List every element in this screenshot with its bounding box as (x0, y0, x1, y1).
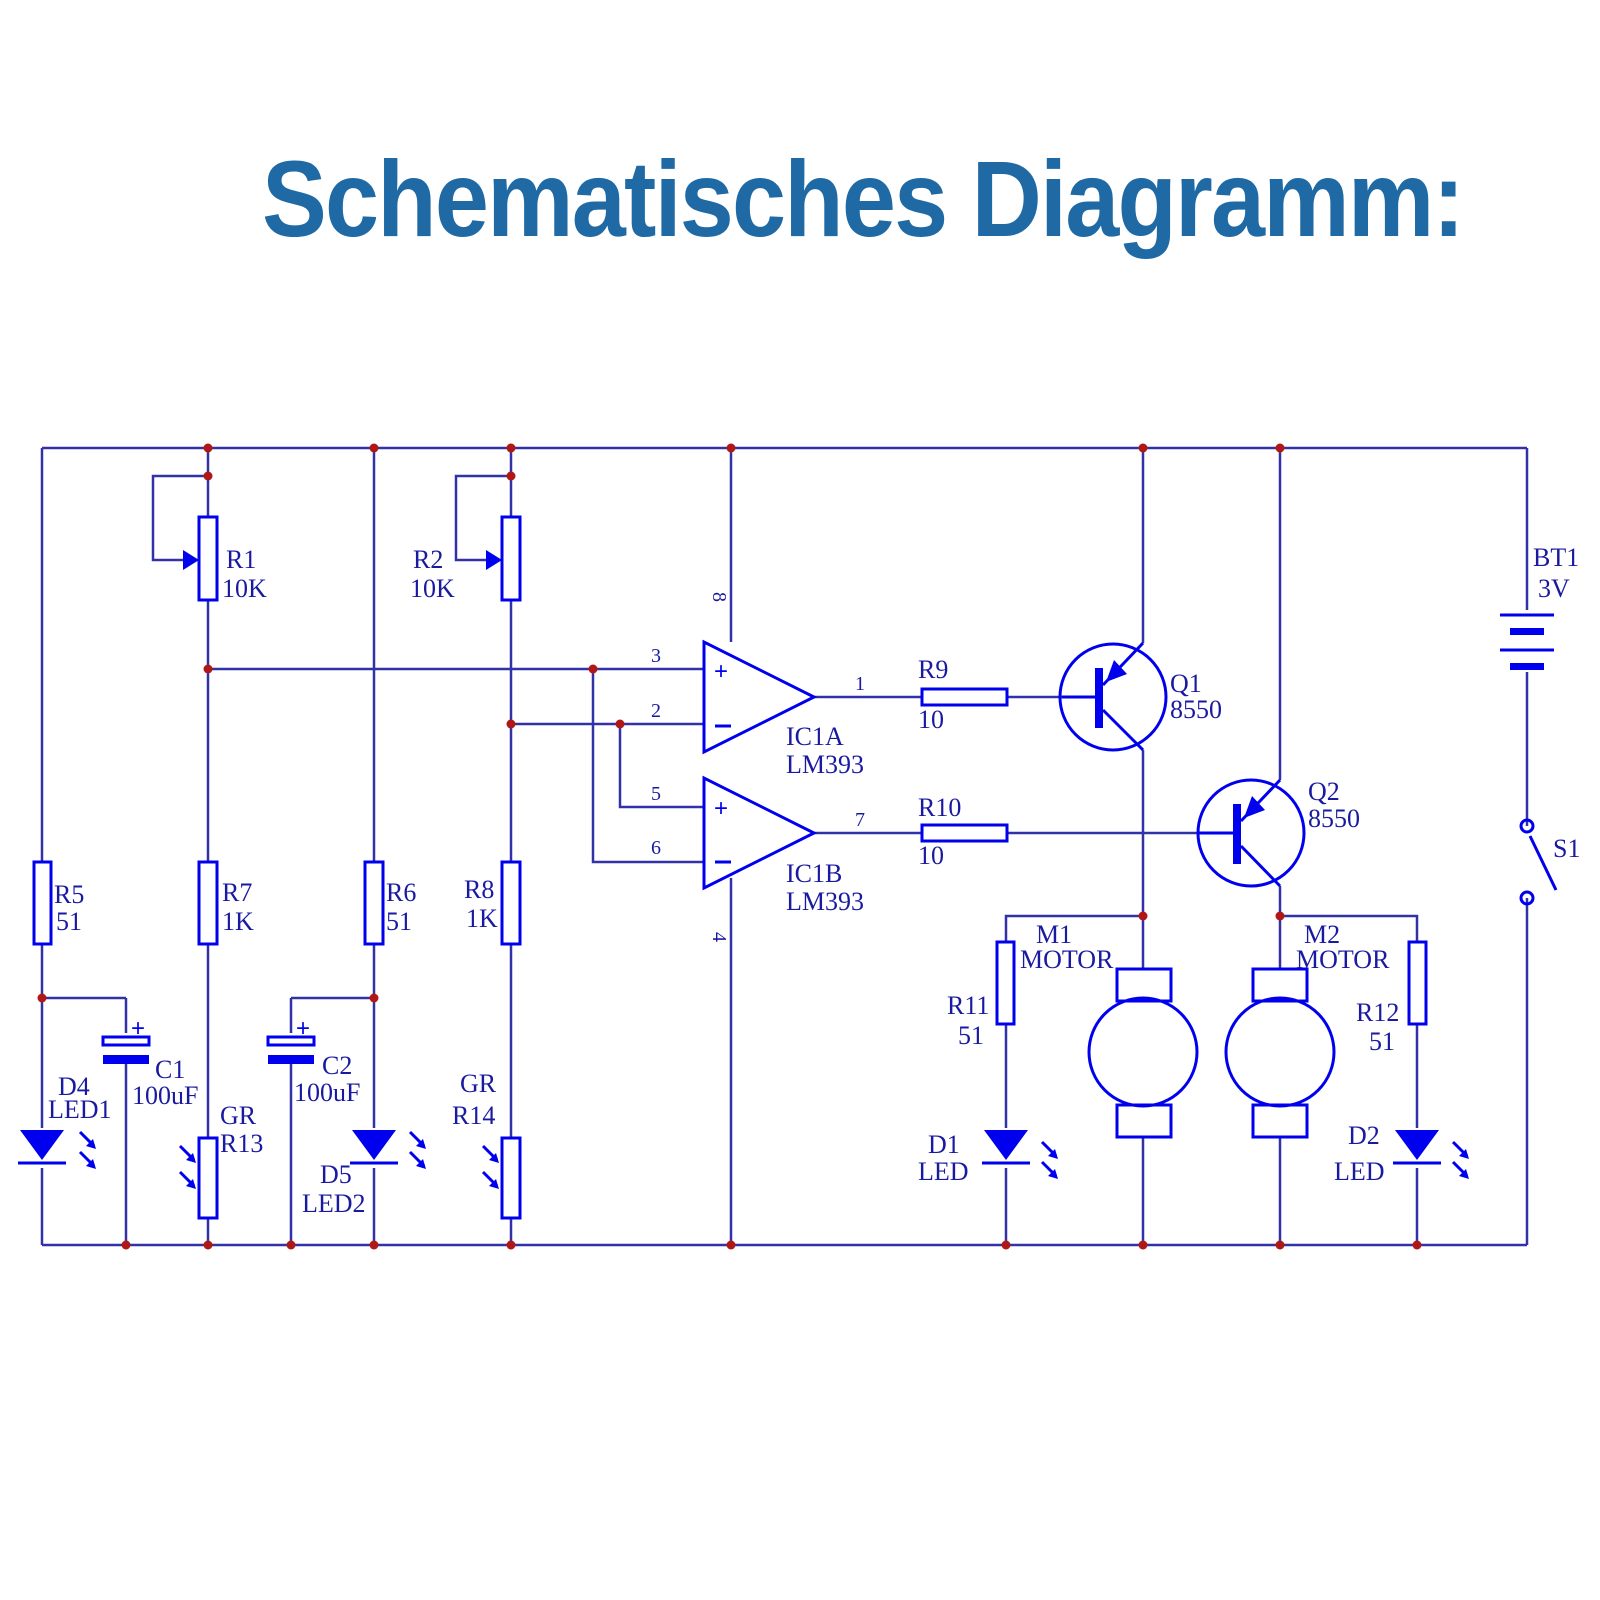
svg-text:10K: 10K (410, 574, 455, 603)
resistor-r6: R6 51 (363, 860, 416, 946)
svg-text:R6: R6 (386, 878, 416, 907)
wires (40, 446, 1529, 1247)
svg-text:D5: D5 (320, 1160, 352, 1189)
resistor-r9: R9 10 (918, 655, 1009, 734)
svg-text:IC1A: IC1A (786, 722, 844, 751)
svg-text:BT1: BT1 (1533, 543, 1579, 572)
svg-text:R5: R5 (54, 880, 84, 909)
svg-text:Q1: Q1 (1170, 669, 1202, 698)
svg-text:M2: M2 (1304, 920, 1340, 949)
led-d1: D1 LED (918, 1130, 1058, 1186)
svg-text:1: 1 (855, 673, 865, 695)
svg-text:D1: D1 (928, 1130, 960, 1159)
resistor-r11: R11 51 (947, 940, 1016, 1050)
svg-text:8550: 8550 (1170, 695, 1222, 724)
svg-text:2: 2 (651, 700, 661, 722)
potentiometer-r1: R1 10K (183, 515, 267, 603)
svg-text:51: 51 (386, 907, 412, 936)
svg-text:+: + (714, 658, 728, 685)
comparator-ic1a: + 3 2 1 8 IC1A LM393 (651, 592, 865, 779)
page-title: Schematisches Diagramm: (262, 138, 1465, 259)
capacitor-c1: + C1 100uF (101, 1015, 198, 1110)
svg-text:100uF: 100uF (132, 1081, 198, 1110)
svg-text:3V: 3V (1538, 574, 1570, 603)
svg-text:M1: M1 (1036, 920, 1072, 949)
svg-text:R2: R2 (413, 545, 443, 574)
svg-text:R9: R9 (918, 655, 948, 684)
svg-text:LED1: LED1 (48, 1095, 112, 1124)
led-d5: D5 LED2 (302, 1130, 426, 1218)
svg-text:IC1B: IC1B (786, 859, 842, 888)
motor-m2: M2 MOTOR (1224, 920, 1390, 1139)
comparator-ic1b: + 5 6 7 4 IC1B LM393 (651, 775, 865, 942)
transistor-q2: Q2 8550 (1196, 777, 1360, 888)
svg-text:7: 7 (855, 809, 865, 831)
svg-text:51: 51 (1369, 1027, 1395, 1056)
transistor-q1: Q1 8550 (1058, 641, 1222, 752)
svg-text:51: 51 (56, 907, 82, 936)
svg-text:R8: R8 (464, 875, 494, 904)
potentiometer-r2: R2 10K (410, 515, 522, 603)
svg-text:+: + (714, 795, 728, 822)
svg-text:C2: C2 (322, 1051, 352, 1080)
svg-text:R13: R13 (220, 1129, 263, 1158)
photoresistor-r13: GR R13 (178, 1101, 263, 1220)
svg-text:8550: 8550 (1308, 804, 1360, 833)
svg-text:S1: S1 (1553, 834, 1580, 863)
svg-text:MOTOR: MOTOR (1296, 945, 1390, 974)
capacitor-c2: + C2 100uF (266, 1015, 360, 1107)
resistor-r8: R8 1K (464, 860, 522, 946)
svg-text:10: 10 (918, 841, 944, 870)
svg-text:10K: 10K (222, 574, 267, 603)
led-d2: D2 LED (1334, 1121, 1469, 1186)
motor-m1: M1 MOTOR (1020, 920, 1199, 1139)
svg-text:Q2: Q2 (1308, 777, 1340, 806)
svg-text:LM393: LM393 (786, 887, 864, 916)
svg-text:GR: GR (220, 1101, 257, 1130)
svg-text:R14: R14 (452, 1101, 495, 1130)
svg-text:8: 8 (708, 592, 730, 602)
svg-text:R12: R12 (1356, 998, 1399, 1027)
svg-text:GR: GR (460, 1069, 497, 1098)
svg-text:R11: R11 (947, 991, 989, 1020)
svg-text:+: + (296, 1015, 310, 1042)
svg-text:1K: 1K (466, 904, 498, 933)
svg-text:C1: C1 (155, 1055, 185, 1084)
svg-text:+: + (131, 1015, 145, 1042)
svg-text:3: 3 (651, 645, 661, 667)
svg-text:100uF: 100uF (294, 1078, 360, 1107)
svg-text:1K: 1K (222, 907, 254, 936)
resistor-r5: R5 51 (32, 860, 84, 946)
resistor-r7: R7 1K (197, 860, 254, 946)
resistor-r10: R10 10 (918, 793, 1009, 870)
svg-text:4: 4 (708, 932, 730, 942)
junctions (37, 443, 1422, 1250)
svg-text:D2: D2 (1348, 1121, 1380, 1150)
svg-text:R7: R7 (222, 878, 252, 907)
resistor-r12: R12 51 (1356, 940, 1428, 1056)
svg-text:10: 10 (918, 705, 944, 734)
led-d4: D4 LED1 (18, 1072, 112, 1169)
svg-text:LM393: LM393 (786, 750, 864, 779)
svg-text:LED: LED (1334, 1157, 1385, 1186)
svg-text:6: 6 (651, 837, 661, 859)
svg-text:D4: D4 (58, 1072, 90, 1101)
switch-s1: S1 (1519, 818, 1580, 906)
svg-text:R10: R10 (918, 793, 961, 822)
svg-text:R1: R1 (226, 545, 256, 574)
svg-text:LED2: LED2 (302, 1189, 366, 1218)
svg-text:MOTOR: MOTOR (1020, 945, 1114, 974)
svg-text:51: 51 (958, 1021, 984, 1050)
photoresistor-r14: GR R14 (452, 1069, 522, 1220)
svg-text:5: 5 (651, 783, 661, 805)
battery-bt1: BT1 3V (1500, 543, 1579, 670)
svg-text:LED: LED (918, 1157, 969, 1186)
